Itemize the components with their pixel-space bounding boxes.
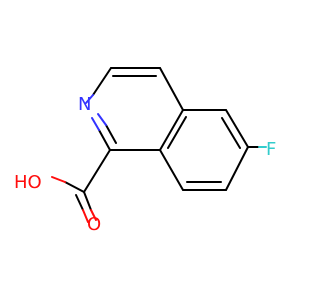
- bond-c6-c7: [225, 146, 249, 191]
- structure-canvas: N HO O F: [14, 67, 277, 235]
- bond-c8-c8a: [159, 149, 184, 191]
- bond-c-oh: [64, 181, 85, 193]
- bond-c-oh-colored: [51, 176, 66, 183]
- atom-carbonyl-oxygen-label: O: [87, 214, 101, 235]
- bond-c-o-inner: [75, 194, 84, 211]
- molecule-diagram: N HO O F: [14, 67, 277, 235]
- bond-c-o-inner-colored: [82, 209, 89, 223]
- atom-hydroxyl-label: HO: [14, 172, 42, 193]
- bond-c1-n-colored: [91, 117, 100, 131]
- bond-c1-n-inner-colored: [97, 113, 107, 126]
- bond-c8a-c4a-inner: [167, 116, 187, 149]
- bond-c5-c6-inner: [221, 117, 241, 149]
- atom-nitrogen-label: N: [78, 94, 91, 115]
- atom-fluorine-label: F: [266, 139, 276, 160]
- bond-c5-c6: [225, 109, 249, 148]
- bond-c1-ccooh: [83, 149, 111, 193]
- bond-c-o-colored: [90, 209, 97, 221]
- bond-n-c3: [92, 67, 112, 96]
- bond-c1-n-inner: [105, 124, 117, 144]
- bond-c4-c4a: [159, 67, 184, 111]
- bond-c-o: [83, 191, 92, 211]
- bond-c1-n: [98, 129, 111, 151]
- bond-c8a-c4a: [159, 109, 184, 151]
- bond-n-c3-colored: [85, 94, 94, 104]
